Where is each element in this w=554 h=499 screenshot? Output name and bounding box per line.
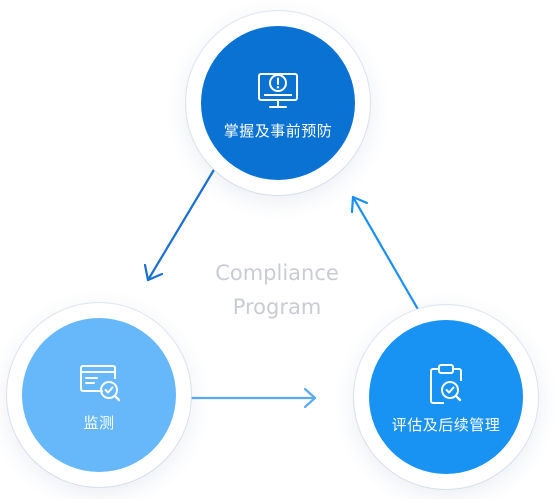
node-monitoring: 监测 [22,318,176,472]
screen-search-check-icon [80,365,121,402]
clipboard-search-check-icon [430,364,462,404]
node-assessment: 评估及后续管理 [369,320,523,474]
center-title-line-1: Compliance [215,261,339,285]
monitor-alert-icon [258,73,298,108]
center-title: Compliance Program [176,256,378,324]
arrow-left-to-right [176,387,317,409]
node-prevention-label: 掌握及事前预防 [223,122,333,140]
center-title-line-2: Program [232,295,322,319]
node-assessment-label: 评估及后续管理 [391,416,501,434]
arrow-top-to-left [143,156,223,282]
arrow-right-to-top [350,195,425,320]
node-monitoring-label: 监测 [83,414,115,432]
node-prevention: 掌握及事前预防 [201,26,355,180]
